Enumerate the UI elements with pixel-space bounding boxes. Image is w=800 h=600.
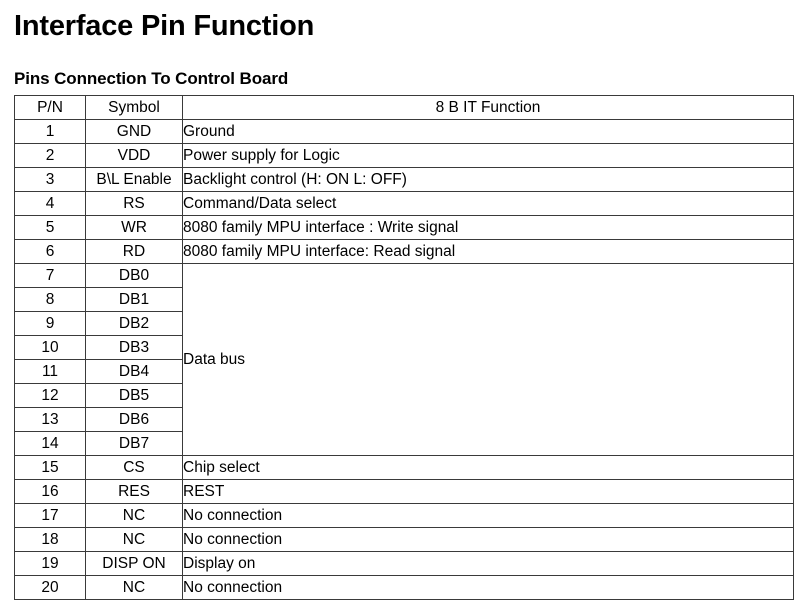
cell-symbol: DB5 xyxy=(85,383,183,408)
cell-symbol: VDD xyxy=(85,143,183,168)
cell-function: Backlight control (H: ON L: OFF) xyxy=(182,167,794,192)
cell-function: Command/Data select xyxy=(182,191,794,216)
cell-pn: 3 xyxy=(14,167,86,192)
table-header: P/N Symbol 8 B IT Function xyxy=(14,95,794,120)
cell-pn: 6 xyxy=(14,239,86,264)
cell-pn: 18 xyxy=(14,527,86,552)
cell-pn: 13 xyxy=(14,407,86,432)
cell-function: Display on xyxy=(182,551,794,576)
cell-pn: 4 xyxy=(14,191,86,216)
cell-symbol: DB6 xyxy=(85,407,183,432)
cell-symbol: B\L Enable xyxy=(85,167,183,192)
cell-pn: 9 xyxy=(14,311,86,336)
cell-symbol: RS xyxy=(85,191,183,216)
cell-pn: 1 xyxy=(14,119,86,144)
cell-pn: 7 xyxy=(14,263,86,288)
cell-symbol: DISP ON xyxy=(85,551,183,576)
cell-pn: 10 xyxy=(14,335,86,360)
cell-function: 8080 family MPU interface: Read signal xyxy=(182,239,794,264)
cell-pn: 20 xyxy=(14,575,86,600)
cell-symbol: NC xyxy=(85,503,183,528)
cell-function: No connection xyxy=(182,503,794,528)
column-header-function: 8 B IT Function xyxy=(182,95,794,120)
cell-symbol: DB4 xyxy=(85,359,183,384)
cell-function: Chip select xyxy=(182,455,794,480)
cell-symbol: DB7 xyxy=(85,431,183,456)
cell-function: REST xyxy=(182,479,794,504)
table-header-row: P/N Symbol 8 B IT Function xyxy=(14,95,794,120)
cell-function-merged: Data bus xyxy=(182,263,794,456)
cell-symbol: RD xyxy=(85,239,183,264)
cell-pn: 19 xyxy=(14,551,86,576)
page-title: Interface Pin Function xyxy=(14,10,315,42)
cell-pn: 8 xyxy=(14,287,86,312)
cell-symbol: DB3 xyxy=(85,335,183,360)
cell-symbol: DB0 xyxy=(85,263,183,288)
cell-pn: 2 xyxy=(14,143,86,168)
cell-pn: 17 xyxy=(14,503,86,528)
cell-pn: 15 xyxy=(14,455,86,480)
cell-symbol: RES xyxy=(85,479,183,504)
cell-symbol: GND xyxy=(85,119,183,144)
cell-symbol: DB1 xyxy=(85,287,183,312)
cell-symbol: NC xyxy=(85,527,183,552)
cell-symbol: WR xyxy=(85,215,183,240)
cell-symbol: DB2 xyxy=(85,311,183,336)
column-header-pn: P/N xyxy=(14,95,86,120)
section-title: Pins Connection To Control Board xyxy=(14,69,289,88)
cell-function: Power supply for Logic xyxy=(182,143,794,168)
cell-symbol: CS xyxy=(85,455,183,480)
cell-symbol: NC xyxy=(85,575,183,600)
document-page: Interface Pin Function Pins Connection T… xyxy=(14,10,794,600)
cell-function: 8080 family MPU interface : Write signal xyxy=(182,215,794,240)
cell-pn: 12 xyxy=(14,383,86,408)
column-header-symbol: Symbol xyxy=(85,95,183,120)
cell-function: No connection xyxy=(182,575,794,600)
cell-pn: 14 xyxy=(14,431,86,456)
cell-function: No connection xyxy=(182,527,794,552)
cell-function: Ground xyxy=(182,119,794,144)
cell-pn: 5 xyxy=(14,215,86,240)
cell-pn: 16 xyxy=(14,479,86,504)
cell-pn: 11 xyxy=(14,359,86,384)
